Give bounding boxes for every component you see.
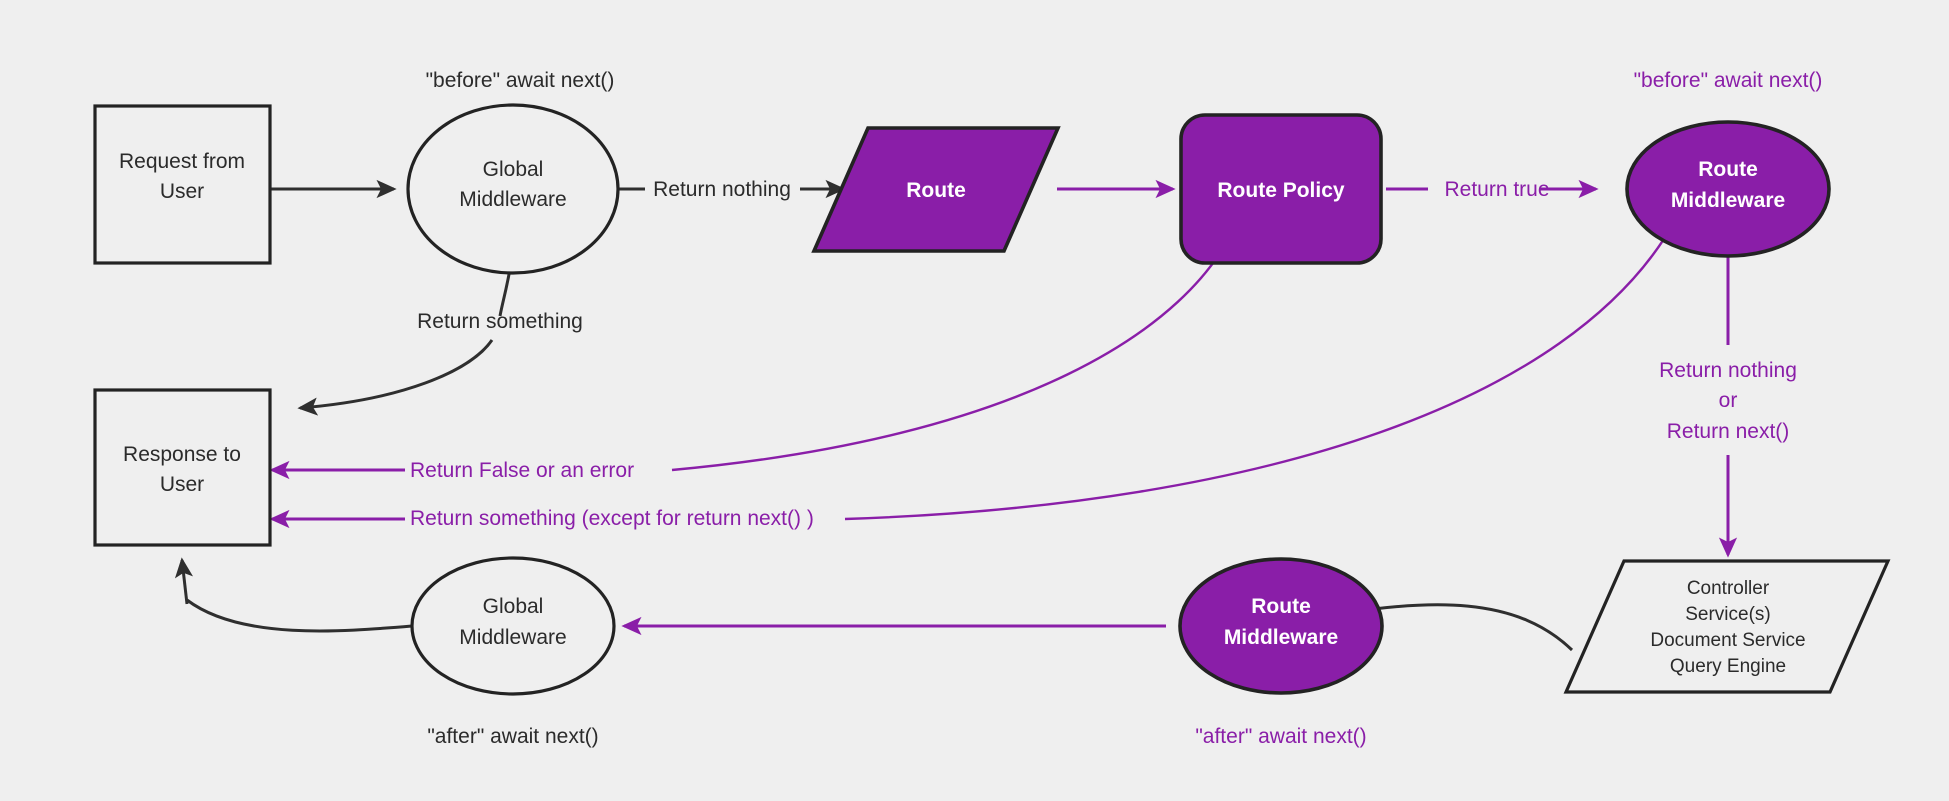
edge-label-return-something-except: Return something (except for return next…	[410, 507, 814, 530]
route-middleware-before-ellipse[interactable]	[1625, 120, 1831, 258]
edge-route-middleware-return-something-curve	[844, 225, 1674, 521]
controller-line1: Controller	[1687, 578, 1770, 599]
response-to-user-box[interactable]	[93, 388, 272, 547]
request-from-user-line1: Request from	[119, 150, 245, 173]
global-middleware-before-line2: Middleware	[459, 188, 566, 211]
edge-label-return-true: Return true	[1444, 178, 1549, 201]
controller-parallelogram[interactable]	[1563, 559, 1891, 694]
node-route[interactable]: Route	[811, 126, 1061, 253]
global-middleware-after-ellipse[interactable]	[410, 556, 616, 696]
node-controller-services[interactable]: Controller Service(s) Document Service Q…	[1563, 559, 1891, 694]
node-response-to-user[interactable]: Response to User	[93, 388, 272, 547]
controller-line3: Document Service	[1650, 630, 1805, 651]
node-route-middleware-after[interactable]: Route Middleware	[1178, 557, 1384, 695]
node-route-middleware-before[interactable]: Route Middleware	[1625, 120, 1831, 258]
controller-line2: Service(s)	[1685, 604, 1771, 625]
node-request-from-user[interactable]: Request from User	[93, 104, 272, 265]
response-to-user-line1: Response to	[123, 443, 241, 466]
annotation-after-await-next-route: "after" await next()	[1195, 725, 1366, 748]
global-middleware-before-line1: Global	[483, 158, 544, 181]
annotation-after-await-next-global: "after" await next()	[427, 725, 598, 748]
annotation-before-await-next-global: "before" await next()	[426, 69, 615, 92]
annotation-before-await-next-route: "before" await next()	[1634, 69, 1823, 92]
edge-label-or: or	[1719, 389, 1738, 412]
edge-label-return-nothing-top: Return nothing	[653, 178, 791, 201]
node-route-policy[interactable]: Route Policy	[1179, 113, 1383, 265]
route-middleware-after-line2: Middleware	[1224, 626, 1338, 649]
node-global-middleware-before[interactable]: Global Middleware	[406, 103, 620, 275]
route-label: Route	[906, 179, 966, 202]
edge-global-middleware-after-to-response	[174, 557, 194, 605]
route-parallelogram[interactable]	[811, 126, 1061, 253]
request-from-user-box[interactable]	[93, 104, 272, 265]
edge-global-middleware-after-curve	[186, 598, 413, 633]
global-middleware-before-ellipse[interactable]	[406, 103, 620, 275]
edge-label-return-something-top: Return something	[417, 310, 583, 333]
route-middleware-after-line1: Route	[1251, 595, 1311, 618]
edge-global-return-something-to-response	[297, 339, 494, 416]
edge-route-policy-return-false-curve	[671, 221, 1239, 472]
route-policy-box[interactable]	[1179, 113, 1383, 265]
route-middleware-after-ellipse[interactable]	[1178, 557, 1384, 695]
edge-label-return-nothing-right: Return nothing	[1659, 359, 1797, 382]
route-policy-label: Route Policy	[1217, 179, 1345, 202]
response-to-user-line2: User	[160, 473, 204, 496]
route-middleware-before-line2: Middleware	[1671, 189, 1785, 212]
global-middleware-after-line1: Global	[483, 595, 544, 618]
controller-line4: Query Engine	[1670, 656, 1786, 677]
route-middleware-before-line1: Route	[1698, 158, 1758, 181]
request-from-user-line2: User	[160, 180, 204, 203]
edge-label-return-false-or-error: Return False or an error	[410, 459, 634, 482]
edge-label-return-next-right: Return next()	[1667, 420, 1790, 443]
global-middleware-after-line2: Middleware	[459, 626, 566, 649]
node-global-middleware-after[interactable]: Global Middleware	[410, 556, 616, 696]
